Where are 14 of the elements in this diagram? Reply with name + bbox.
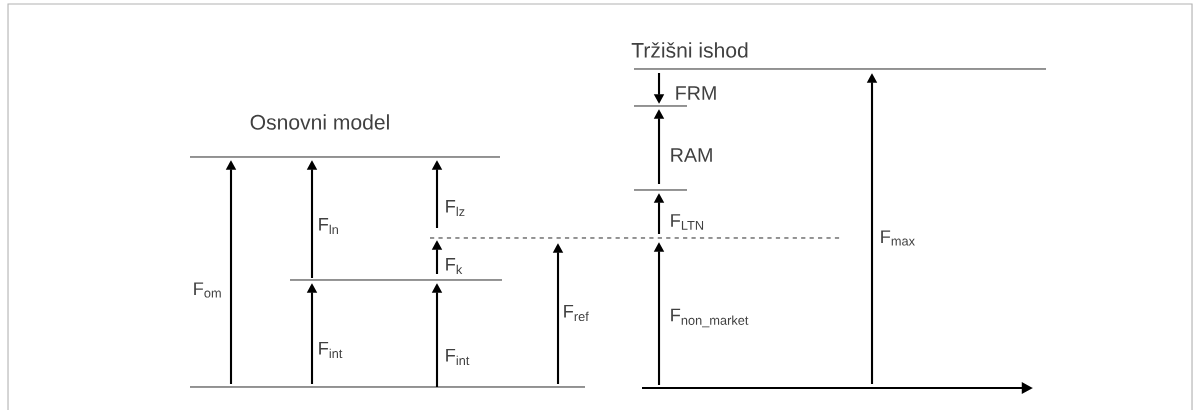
heading: Osnovni model: [250, 114, 389, 130]
force-label: F$_{k}$: [446, 258, 463, 274]
force-label: F$_{int}$: [319, 341, 343, 359]
bar-label: RAM: [671, 148, 712, 162]
force-label: F$_{LTN}$: [671, 214, 704, 230]
force-label: F$_{ref}$: [564, 304, 589, 322]
force-label: F$_{max}$: [881, 230, 915, 246]
force-label: F$_{om}$: [194, 282, 221, 298]
bar-label: FRM: [676, 86, 716, 100]
heading: Tržišni ishod: [631, 42, 748, 58]
force-label: F$_{ln}$: [319, 218, 338, 234]
force-label: F$_{lz}$: [446, 200, 465, 216]
force-label: F$_{int}$: [446, 348, 470, 366]
force-label: $\text{F}_{\text{non\_market}}$: [671, 308, 749, 328]
